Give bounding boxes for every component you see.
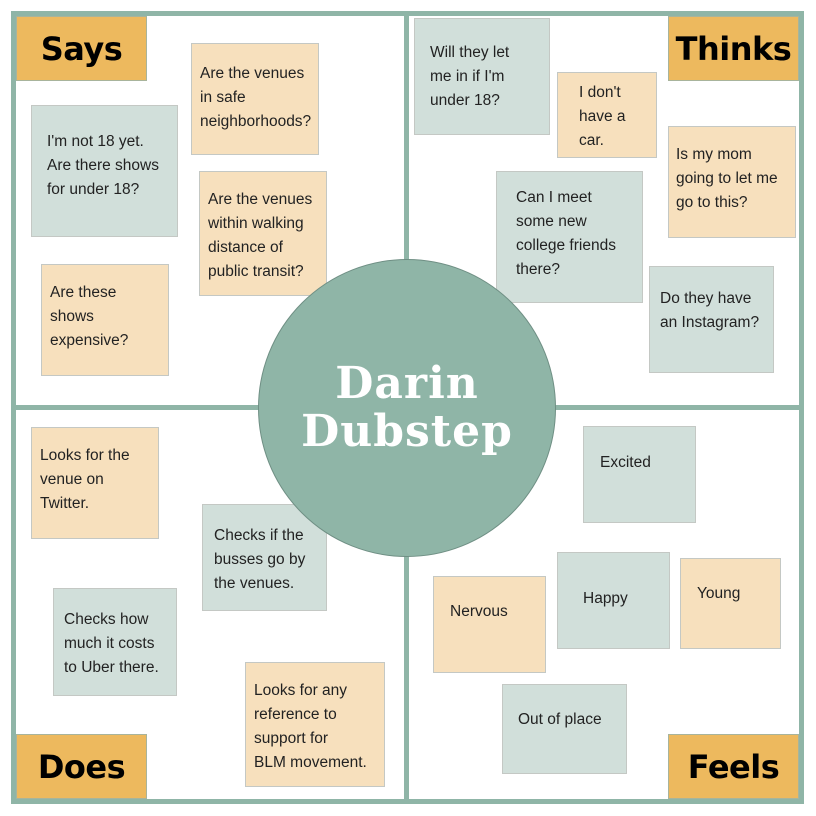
does-label-text: Does [37,747,126,786]
sticky-note[interactable]: I'm not 18 yet. Are there shows for unde… [31,105,178,237]
sticky-note[interactable]: Can I meet some new college friends ther… [496,171,643,303]
sticky-note[interactable]: Are these shows expensive? [41,264,169,376]
note-text: Young [697,585,741,602]
says-label-text: Says [40,29,123,68]
sticky-note[interactable]: Excited [583,426,696,523]
note-text: Are the venues in safe neighborhoods? [200,65,312,130]
says-label: Says [16,16,147,81]
sticky-note[interactable]: I don't have a car. [557,72,657,158]
sticky-note[interactable]: Happy [557,552,670,649]
sticky-note[interactable]: Checks if the busses go by the venues. [202,504,327,611]
note-text: Are the venues within walking distance o… [208,191,313,280]
sticky-note[interactable]: Nervous [433,576,546,673]
sticky-note[interactable]: Out of place [502,684,627,774]
note-text: Can I meet some new college friends ther… [516,189,616,278]
persona-name: Darin Dubstep [301,358,513,457]
sticky-note[interactable]: Are the venues within walking distance o… [199,171,327,296]
note-text: Out of place [518,711,602,728]
sticky-note[interactable]: Do they have an Instagram? [649,266,774,373]
sticky-note[interactable]: Looks for the venue on Twitter. [31,427,159,539]
note-text: I'm not 18 yet. Are there shows for unde… [47,133,159,198]
note-text: Looks for the venue on Twitter. [40,447,130,512]
feels-label: Feels [668,734,799,799]
note-text: Looks for any reference to support for B… [254,682,367,771]
persona-circle: Darin Dubstep [258,259,556,557]
sticky-note[interactable]: Checks how much it costs to Uber there. [53,588,177,696]
note-text: Do they have an Instagram? [660,290,760,331]
note-text: Is my mom going to let me go to this? [676,146,778,211]
thinks-label-text: Thinks [675,29,792,68]
sticky-note[interactable]: Looks for any reference to support for B… [245,662,385,787]
does-label: Does [16,734,147,799]
note-text: I don't have a car. [579,84,626,149]
note-text: Checks if the busses go by the venues. [214,527,306,592]
sticky-note[interactable]: Will they let me in if I'm under 18? [414,18,550,135]
note-text: Nervous [450,603,508,620]
sticky-note[interactable]: Is my mom going to let me go to this? [668,126,796,238]
note-text: Checks how much it costs to Uber there. [64,611,159,676]
sticky-note[interactable]: Are the venues in safe neighborhoods? [191,43,319,155]
note-text: Are these shows expensive? [50,284,129,349]
note-text: Happy [583,590,628,607]
feels-label-text: Feels [687,747,780,786]
sticky-note[interactable]: Young [680,558,781,649]
thinks-label: Thinks [668,16,799,81]
note-text: Will they let me in if I'm under 18? [430,44,510,109]
note-text: Excited [600,454,651,471]
